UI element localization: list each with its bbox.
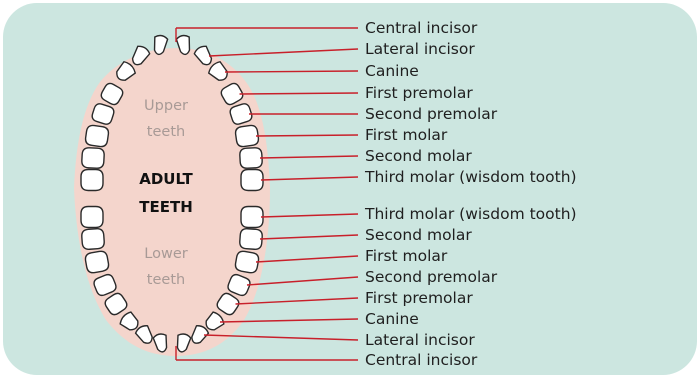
upper-right-third-molar-tooth — [241, 170, 263, 191]
upper-label-central-incisor: Central incisor — [365, 19, 478, 37]
upper-label-second-molar: Second molar — [365, 147, 472, 165]
upper-left-first-molar-tooth — [85, 125, 110, 148]
lower-label-central-incisor: Central incisor — [365, 351, 478, 369]
upper-label-lateral-incisor: Lateral incisor — [365, 40, 475, 58]
upper-label-third-molar: Third molar (wisdom tooth) — [364, 168, 577, 186]
lower-label-first-premolar: First premolar — [365, 289, 473, 307]
lower-label-first-molar: First molar — [365, 247, 448, 265]
lower-right-third-molar-tooth — [241, 207, 263, 228]
upper-right-first-molar-tooth — [235, 125, 260, 148]
leader-line-upper-first-molar — [256, 135, 358, 136]
lower-teeth-label-line-1: Lower — [144, 246, 187, 262]
upper-left-third-molar-tooth — [81, 170, 103, 191]
lower-label-second-premolar: Second premolar — [365, 268, 498, 286]
center-label-line-1: ADULT — [139, 170, 193, 188]
upper-label-second-premolar: Second premolar — [365, 105, 498, 123]
lower-teeth-label-line-2: teeth — [147, 272, 185, 288]
leader-line-upper-canine — [225, 71, 358, 72]
lower-label-canine: Canine — [365, 310, 419, 328]
upper-label-first-molar: First molar — [365, 126, 448, 144]
center-label-line-2: TEETH — [139, 198, 193, 216]
upper-teeth-label-line-1: Upper — [144, 98, 188, 114]
upper-right-second-molar-tooth — [239, 147, 262, 168]
lower-left-third-molar-tooth — [81, 207, 103, 228]
lower-right-second-molar-tooth — [239, 228, 262, 249]
lower-label-lateral-incisor: Lateral incisor — [365, 331, 475, 349]
leader-line-upper-first-premolar — [240, 93, 359, 94]
lower-label-third-molar: Third molar (wisdom tooth) — [364, 205, 577, 223]
upper-label-first-premolar: First premolar — [365, 84, 473, 102]
lower-left-first-molar-tooth — [84, 250, 109, 274]
upper-left-second-molar-tooth — [81, 147, 104, 168]
lower-label-second-molar: Second molar — [365, 226, 472, 244]
upper-label-canine: Canine — [365, 62, 419, 80]
lower-right-first-molar-tooth — [234, 250, 259, 274]
upper-teeth-label-line-2: teeth — [147, 124, 185, 140]
lower-left-second-molar-tooth — [81, 228, 104, 249]
